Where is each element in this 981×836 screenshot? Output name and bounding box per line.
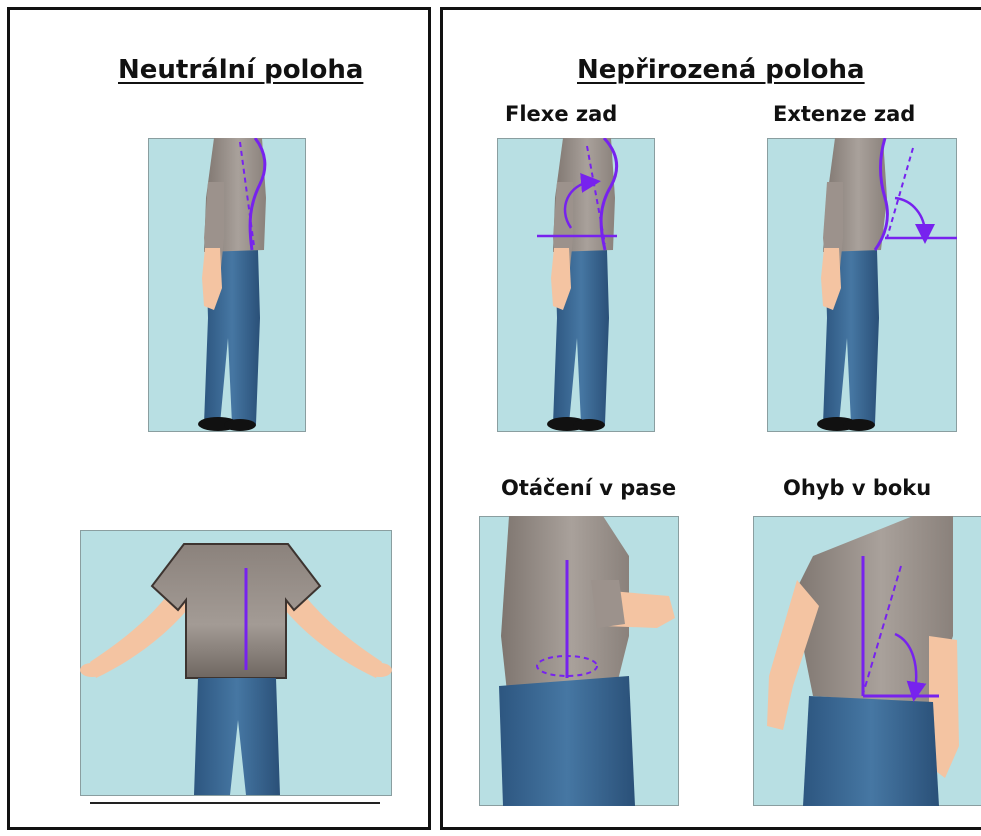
side-bend-label: Ohyb v boku bbox=[783, 476, 931, 500]
waist-twist-figure bbox=[479, 516, 679, 806]
back-extension-label: Extenze zad bbox=[773, 102, 915, 126]
unnatural-position-panel: Nepřirozená poloha Flexe zad Extenze zad… bbox=[440, 7, 981, 830]
neutral-position-panel: Neutrální poloha bbox=[7, 7, 431, 830]
neutral-position-title: Neutrální poloha bbox=[118, 55, 363, 85]
side-bend-figure bbox=[753, 516, 981, 806]
back-flexion-figure bbox=[497, 138, 655, 432]
neutral-side-figure bbox=[148, 138, 306, 432]
neutral-front-figure bbox=[80, 530, 392, 805]
waist-twist-label: Otáčení v pase bbox=[501, 476, 676, 500]
unnatural-position-title: Nepřirozená poloha bbox=[577, 55, 865, 85]
back-flexion-label: Flexe zad bbox=[505, 102, 617, 126]
back-extension-figure bbox=[767, 138, 957, 432]
